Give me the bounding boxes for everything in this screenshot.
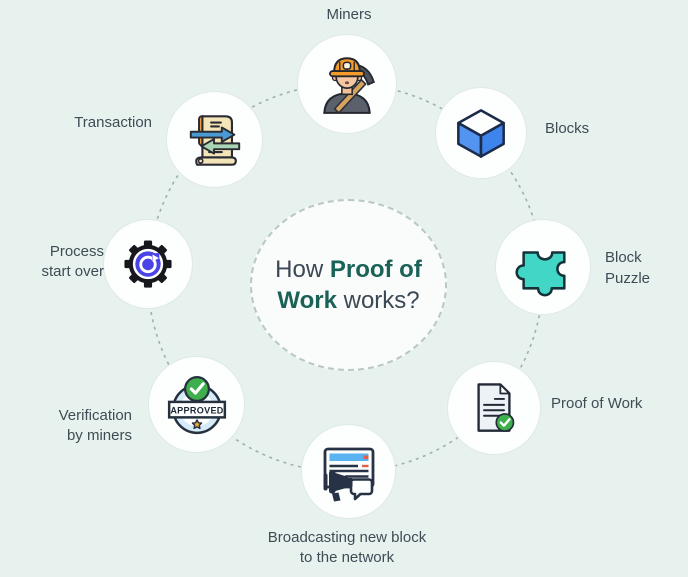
diagram-title: How Proof of Work works?: [275, 254, 422, 316]
cube-icon: [457, 109, 505, 158]
miner-icon: [323, 57, 375, 115]
node-broadcasting: [301, 424, 396, 519]
title-bold-1: Proof of: [329, 256, 422, 283]
approved-stamp-icon: APPROVED: [167, 375, 226, 434]
node-process-start-over: [103, 219, 193, 309]
title-normal-1: How: [275, 256, 330, 283]
node-label-proof-of-work: Proof of Work: [551, 395, 643, 412]
node-proof-of-work: [447, 361, 541, 455]
center-circle: How Proof of Work works?: [250, 199, 447, 371]
node-label-blocks: Blocks: [545, 120, 590, 137]
node-label-broadcasting: Broadcasting new block to the network: [267, 529, 427, 566]
node-label-verification: Verification by miners: [58, 407, 132, 444]
node-label-miners: Miners: [326, 6, 372, 23]
title-line-2: Work works?: [275, 285, 422, 316]
gear-restart-icon: [124, 240, 172, 288]
node-verification: APPROVED: [148, 356, 245, 453]
node-miners: [297, 34, 397, 134]
puzzle-icon: [515, 251, 566, 297]
title-bold-2: Work: [277, 287, 337, 314]
approved-text: APPROVED: [170, 405, 223, 415]
title-line-1: How Proof of: [275, 254, 422, 285]
node-label-transaction: Transaction: [74, 114, 152, 131]
node-block-puzzle: [495, 219, 591, 315]
megaphone-browser-icon: [323, 447, 374, 501]
node-blocks: [435, 87, 527, 179]
node-label-block-puzzle: Block Puzzle: [605, 249, 651, 287]
title-normal-2: works?: [336, 287, 420, 314]
node-transaction: [166, 91, 263, 188]
scroll-arrows-icon: [189, 114, 240, 166]
node-label-process-start-over: Process start over: [41, 243, 104, 280]
document-check-icon: [477, 383, 515, 432]
